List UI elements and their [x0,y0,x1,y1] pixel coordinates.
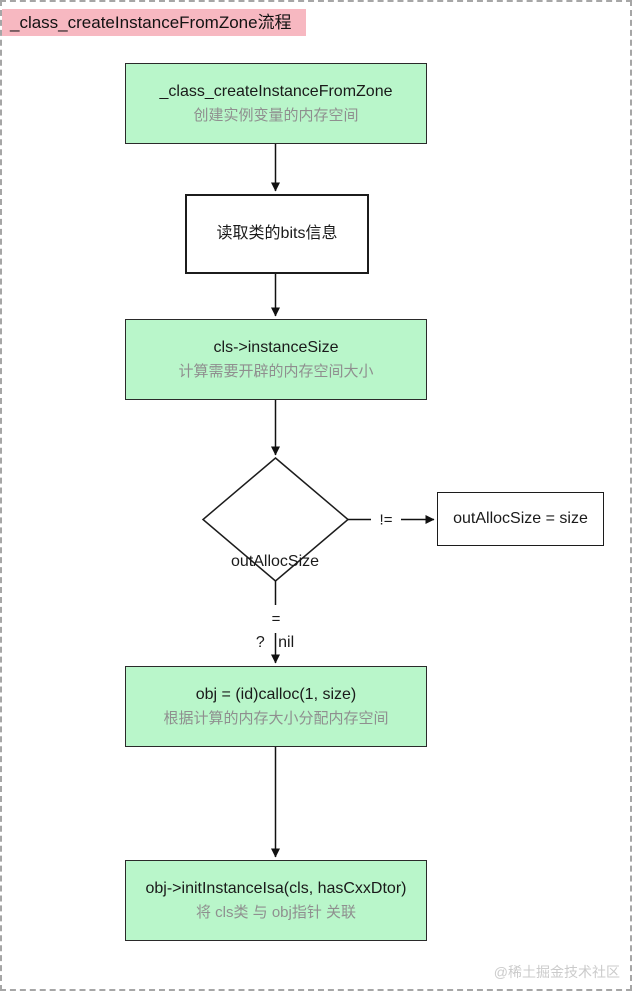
node-calloc-title: obj = (id)calloc(1, size) [195,686,357,704]
node-read-bits: 读取类的bits信息 [185,194,369,274]
node-instance-size-title: cls->instanceSize [213,339,339,357]
edge-label-not-equal: != [377,511,395,529]
node-create-instance-subtitle: 创建实例变量的内存空间 [193,106,359,124]
watermark: @稀土掘金技术社区 [493,964,620,980]
decision-line2: ? nil [255,634,295,651]
node-read-bits-title: 读取类的bits信息 [216,225,338,243]
node-outalloc-assign: outAllocSize = size [437,492,604,546]
node-init-isa: obj->initInstanceIsa(cls, hasCxxDtor) 将 … [125,860,427,941]
node-outalloc-assign-title: outAllocSize = size [453,510,588,528]
decision-line1: outAllocSize [230,553,320,570]
page-title: _class_createInstanceFromZone流程 [2,9,306,36]
node-init-isa-title: obj->initInstanceIsa(cls, hasCxxDtor) [145,880,407,898]
node-init-isa-subtitle: 将 cls类 与 obj指针 关联 [195,903,357,921]
edge-label-equal: = [269,610,283,628]
node-create-instance-title: _class_createInstanceFromZone [159,83,393,101]
node-instance-size: cls->instanceSize 计算需要开辟的内存空间大小 [125,319,427,400]
node-calloc-subtitle: 根据计算的内存大小分配内存空间 [163,709,389,727]
node-create-instance: _class_createInstanceFromZone 创建实例变量的内存空… [125,63,427,144]
node-instance-size-subtitle: 计算需要开辟的内存空间大小 [178,362,374,380]
node-calloc: obj = (id)calloc(1, size) 根据计算的内存大小分配内存空… [125,666,427,747]
